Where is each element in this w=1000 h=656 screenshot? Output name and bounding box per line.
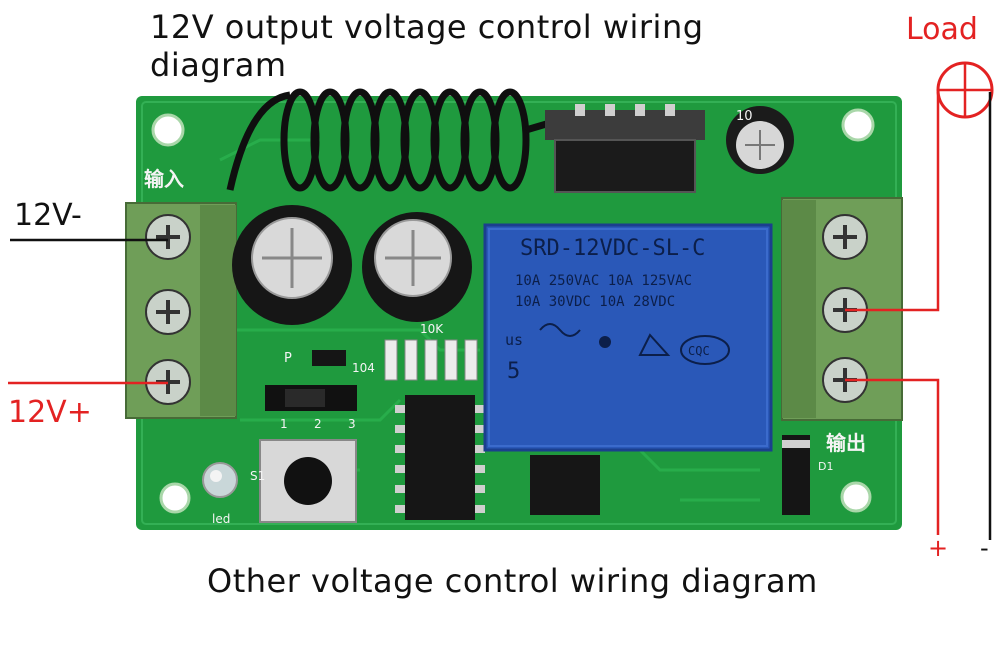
label-12v-positive: 12V+	[8, 395, 92, 430]
mounting-holes	[151, 108, 875, 514]
ic-chip-dip	[395, 395, 485, 520]
antenna-coil	[226, 88, 561, 192]
ic-chip-soic	[530, 455, 600, 515]
relay-cqc-mark: CQC	[688, 344, 710, 358]
r-10k-mark: 10K	[420, 322, 444, 336]
relay-us-mark: us	[505, 331, 523, 349]
r-104-mark: 104	[352, 361, 375, 375]
relay-rating-line-1: 10A 250VAC 10A 125VAC	[515, 273, 692, 289]
input-mark: 输入	[144, 167, 184, 191]
s1-mark: S1	[250, 469, 265, 483]
relay-5-mark: 5	[507, 359, 520, 384]
p-mark: P	[284, 351, 292, 366]
relay-rating-line-2: 10A 30VDC 10A 28VDC	[515, 294, 675, 310]
label-load: Load	[906, 12, 978, 47]
diode	[782, 435, 810, 515]
input-terminal-block	[125, 202, 237, 419]
output-mark: 输出	[826, 431, 866, 455]
led-mark: led	[212, 512, 230, 526]
diagram-title-bottom: Other voltage control wiring diagram	[207, 562, 818, 600]
wire-output-positive	[845, 378, 940, 535]
electrolytic-capacitors	[232, 205, 472, 325]
jumper-3-mark: 3	[348, 417, 356, 431]
small-capacitor: 10	[726, 106, 794, 174]
led-indicator	[202, 462, 238, 498]
jumper-header	[265, 385, 357, 411]
label-12v-negative: 12V-	[14, 198, 82, 233]
resistor-array	[384, 339, 478, 381]
label-minus: -	[980, 534, 989, 562]
jumper-1-mark: 1	[280, 417, 288, 431]
wire-load-red	[845, 92, 940, 312]
cap-small-mark: 10	[736, 109, 753, 124]
jumper-2-mark: 2	[314, 417, 322, 431]
load-lamp-symbol	[936, 61, 994, 119]
d1-mark: D1	[818, 460, 833, 473]
relay-model: SRD-12VDC-SL-C	[520, 236, 705, 261]
diagram-title-top: 12V output voltage control wiring diagra…	[150, 8, 704, 84]
push-button	[259, 439, 357, 523]
relay: SRD-12VDC-SL-C 10A 250VAC 10A 125VAC 10A…	[483, 223, 773, 452]
rf-receiver-module	[545, 104, 705, 193]
label-plus: +	[928, 534, 949, 562]
